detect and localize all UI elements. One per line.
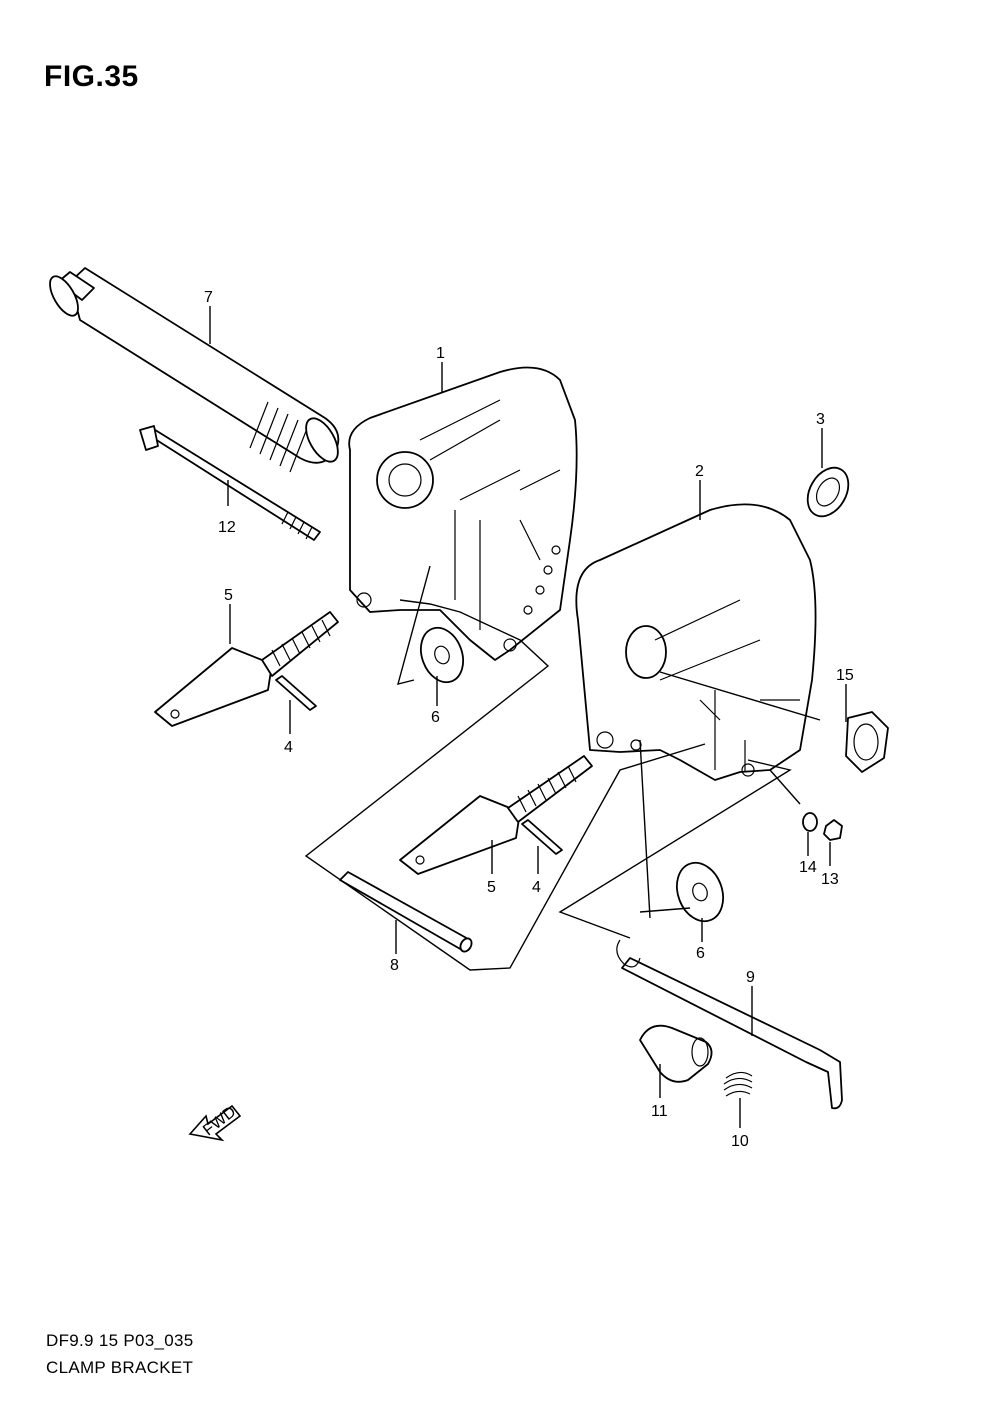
part-8-pin[interactable] — [339, 871, 474, 954]
callout-12: 12 — [218, 519, 236, 536]
figure-title: FIG.35 — [44, 60, 139, 93]
callout-10: 10 — [731, 1133, 749, 1150]
part-2-clamp-bracket[interactable] — [575, 503, 817, 781]
part-9-rod[interactable] — [616, 939, 843, 1110]
callout-13: 13 — [821, 871, 839, 888]
part-5-adjuster-rod[interactable] — [154, 611, 339, 727]
part-7-tilt-tube[interactable] — [44, 267, 344, 473]
part-6-plate[interactable] — [414, 622, 471, 688]
callout-4: 4 — [284, 739, 293, 756]
part-14-washer[interactable] — [802, 812, 818, 832]
figure-code: DF9.9 15 P03_035 — [46, 1331, 194, 1350]
callout-9: 9 — [746, 969, 755, 986]
callout-11: 11 — [651, 1103, 668, 1120]
part-6-plate-lower[interactable] — [669, 856, 731, 927]
callout-2: 2 — [695, 463, 704, 480]
leader-lines — [209, 306, 847, 1128]
part-12-bolt[interactable] — [139, 425, 321, 541]
callout-6: 6 — [431, 709, 440, 726]
part-4-stud-lower[interactable] — [521, 819, 563, 855]
callout-14: 14 — [799, 859, 817, 876]
part-10-spring[interactable] — [723, 1071, 753, 1097]
part-5-adjuster-rod-lower[interactable] — [399, 755, 593, 875]
callout-1: 1 — [436, 345, 445, 362]
part-4-stud[interactable] — [275, 675, 317, 711]
figure-name: CLAMP BRACKET — [46, 1358, 194, 1377]
callout-5-lower: 5 — [487, 879, 496, 896]
assembly-guide-lines — [304, 565, 821, 971]
part-15-nut[interactable] — [845, 711, 889, 773]
callout-8: 8 — [390, 957, 399, 974]
callout-15: 15 — [836, 667, 854, 684]
callout-6-lower: 6 — [696, 945, 705, 962]
callout-5: 5 — [224, 587, 233, 604]
part-11-grip[interactable] — [639, 1024, 713, 1083]
callout-4-lower: 4 — [532, 879, 541, 896]
callout-7: 7 — [204, 289, 213, 306]
callout-3: 3 — [816, 411, 825, 428]
fwd-arrow-icon: FWD — [188, 1103, 242, 1142]
part-3-bushing[interactable] — [799, 460, 856, 523]
part-13-nut[interactable] — [823, 819, 843, 841]
part-1-clamp-bracket[interactable] — [348, 366, 578, 661]
